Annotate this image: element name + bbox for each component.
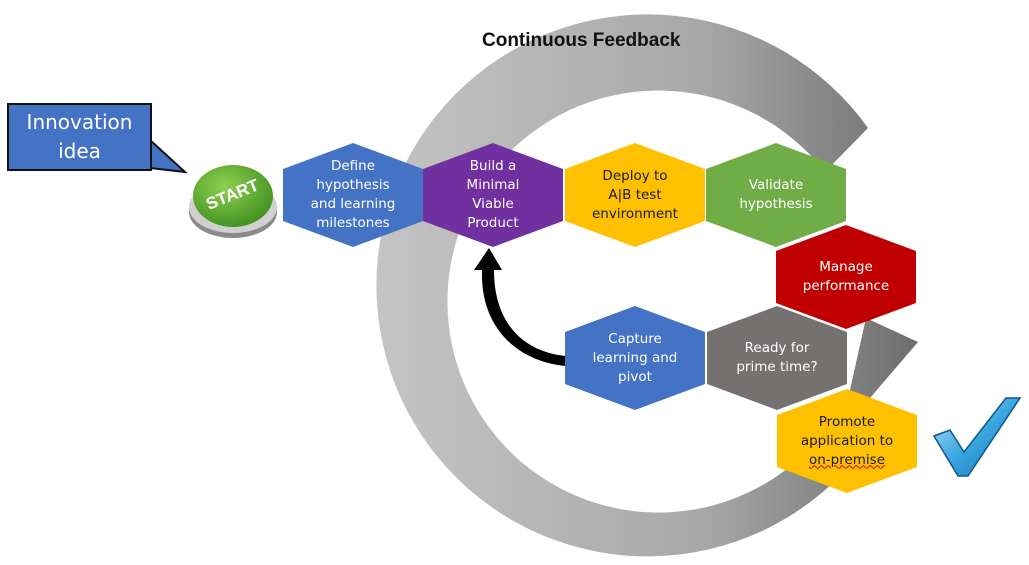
step-text: Ready for — [744, 340, 810, 356]
step-text: Manage — [819, 259, 873, 275]
step-text: and learning — [310, 196, 396, 212]
step-text: on-premise — [808, 451, 886, 468]
step-text: Define — [330, 158, 376, 174]
innovation-idea-callout: Innovation idea — [7, 103, 152, 171]
step-text: application to — [800, 432, 894, 449]
step-text: Promote — [818, 413, 876, 430]
callout-line-1: Innovation — [26, 110, 133, 134]
step-text: hypothesis — [739, 196, 813, 212]
step-text: Build a — [469, 158, 517, 174]
step-text: Validate — [748, 177, 804, 193]
checkmark-icon — [932, 397, 1022, 477]
step-capture-learning-pivot[interactable]: Capture learning and pivot — [565, 306, 705, 410]
step-define-hypothesis[interactable]: Define hypothesis and learning milestones — [283, 143, 423, 247]
step-text: Viable — [472, 196, 514, 212]
step-text: pivot — [618, 368, 652, 385]
step-text: Capture — [608, 330, 662, 347]
callout-pointer — [149, 137, 188, 174]
step-manage-performance[interactable]: Manage performance — [776, 225, 916, 329]
step-text: A|B test — [608, 186, 662, 203]
step-text: Product — [467, 215, 519, 231]
diagram-title: Continuous Feedback — [482, 30, 681, 51]
step-promote-application[interactable]: Promote application to on-premise — [777, 389, 917, 493]
step-text: environment — [592, 205, 678, 222]
step-validate-hypothesis[interactable]: Validate hypothesis — [706, 143, 846, 247]
start-button[interactable]: START — [189, 165, 277, 238]
step-ready-for-prime-time[interactable]: Ready for prime time? — [707, 306, 847, 410]
step-text: learning and — [592, 349, 678, 366]
pivot-arrow — [474, 248, 566, 366]
step-text: Minimal — [466, 177, 520, 193]
step-text: Deploy to — [602, 167, 668, 184]
step-text: milestones — [316, 215, 390, 231]
step-text: performance — [802, 278, 890, 294]
step-text: hypothesis — [316, 177, 390, 193]
callout-line-2: idea — [58, 139, 101, 163]
step-deploy-ab-test[interactable]: Deploy to A|B test environment — [565, 143, 705, 247]
step-text: prime time? — [736, 359, 818, 375]
